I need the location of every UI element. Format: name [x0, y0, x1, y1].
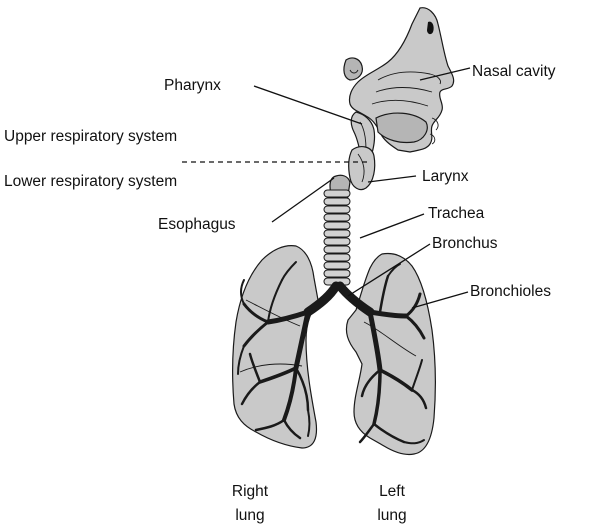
label-left-lung-line2: lung: [377, 507, 406, 524]
label-upper-respiratory-system: Upper respiratory system: [4, 128, 177, 145]
head-section: [344, 8, 454, 162]
trachea-leader: [360, 214, 424, 238]
right-lung-shape: [233, 246, 318, 448]
pharynx-leader: [254, 86, 362, 124]
trachea-rings: [324, 190, 350, 285]
sinus-detail: [344, 58, 362, 80]
left-lung-shape: [346, 254, 435, 455]
left-lung: [346, 254, 435, 455]
label-nasal-cavity: Nasal cavity: [472, 63, 556, 80]
label-esophagus: Esophagus: [158, 216, 236, 233]
larynx-shape: [349, 147, 375, 190]
label-left-lung-line1: Left: [379, 483, 406, 500]
label-right-lung-line2: lung: [235, 507, 264, 524]
label-trachea: Trachea: [428, 205, 485, 222]
label-right-lung-line1: Right: [232, 483, 269, 500]
label-larynx: Larynx: [422, 168, 469, 185]
label-bronchus: Bronchus: [432, 235, 498, 252]
airway-tube: [324, 147, 375, 285]
larynx-leader: [368, 176, 416, 182]
label-lower-respiratory-system: Lower respiratory system: [4, 173, 177, 190]
label-pharynx: Pharynx: [164, 77, 221, 94]
right-lung: [233, 246, 318, 448]
label-bronchioles: Bronchioles: [470, 283, 551, 300]
